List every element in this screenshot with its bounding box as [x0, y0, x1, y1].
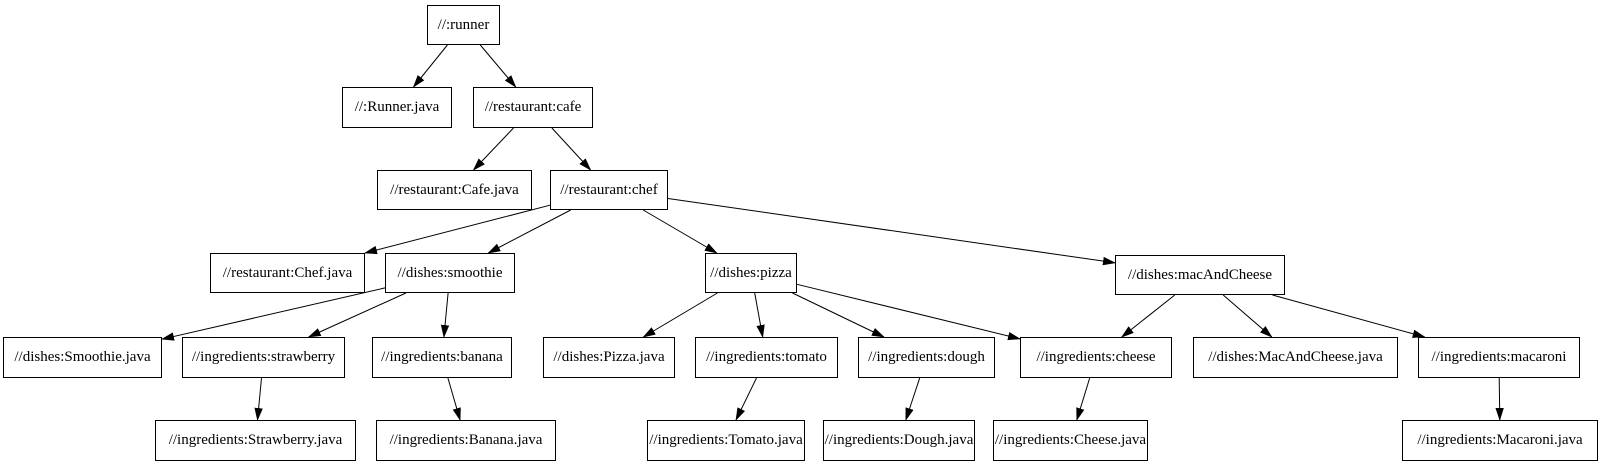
graph-edge-pizza-to-cheese	[796, 283, 1021, 341]
graph-edge-chef-to-chef_java	[364, 204, 551, 255]
graph-node-strawberry: //ingredients:strawberry	[182, 337, 345, 378]
graph-edge-chef-to-pizza	[642, 209, 718, 254]
graph-edge-tomato-to-tomato_java	[735, 377, 757, 421]
graph-edge-macaroni-to-macaroni_java	[1495, 377, 1504, 421]
graph-node-tomato_java: //ingredients:Tomato.java	[647, 420, 805, 461]
graph-node-banana: //ingredients:banana	[372, 337, 512, 378]
graph-node-dough_java: //ingredients:Dough.java	[823, 420, 975, 461]
graph-edge-pizza-to-dough	[792, 292, 885, 338]
graph-node-smoothie_java: //dishes:Smoothie.java	[3, 337, 162, 378]
graph-edge-cafe-to-cafe_java	[472, 127, 514, 171]
graph-node-tomato: //ingredients:tomato	[695, 337, 838, 378]
graph-edges	[161, 44, 1504, 421]
graph-edge-smoothie-to-strawberry	[307, 292, 407, 338]
graph-node-banana_java: //ingredients:Banana.java	[376, 420, 556, 461]
graph-node-cheese: //ingredients:cheese	[1020, 337, 1172, 378]
graph-node-runner: //:runner	[427, 5, 500, 45]
graph-edge-cheese-to-cheese_java	[1076, 377, 1091, 421]
graph-node-cafe: //restaurant:cafe	[473, 87, 593, 128]
graph-edge-mac_and_cheese-to-macaroni	[1272, 294, 1426, 338]
graph-edge-pizza-to-tomato	[754, 292, 765, 338]
graph-edge-runner-to-runner_java	[412, 44, 448, 88]
graph-node-macaroni_java: //ingredients:Macaroni.java	[1402, 420, 1598, 461]
graph-node-mac_and_cheese_java: //dishes:MacAndCheese.java	[1193, 337, 1398, 378]
graph-node-smoothie: //dishes:smoothie	[385, 253, 515, 293]
graph-edge-mac_and_cheese-to-mac_and_cheese_java	[1222, 294, 1273, 338]
graph-node-mac_and_cheese: //dishes:macAndCheese	[1115, 255, 1285, 295]
graph-edge-dough-to-dough_java	[905, 377, 921, 421]
graph-node-chef_java: //restaurant:Chef.java	[210, 253, 365, 293]
graph-node-pizza_java: //dishes:Pizza.java	[543, 337, 675, 378]
graph-edge-smoothie-to-banana	[440, 292, 450, 338]
graph-edge-chef-to-smoothie	[487, 209, 571, 254]
graph-node-dough: //ingredients:dough	[858, 337, 995, 378]
graph-edge-smoothie-to-smoothie_java	[161, 287, 386, 341]
graph-edge-runner-to-cafe	[479, 44, 517, 88]
graph-node-chef: //restaurant:chef	[550, 170, 668, 210]
graph-node-cafe_java: //restaurant:Cafe.java	[377, 170, 532, 210]
graph-edge-cafe-to-chef	[551, 127, 592, 171]
graph-edge-banana-to-banana_java	[447, 377, 461, 421]
graph-node-pizza: //dishes:pizza	[705, 253, 797, 293]
graph-node-runner_java: //:Runner.java	[342, 87, 452, 128]
graph-edge-chef-to-mac_and_cheese	[667, 198, 1116, 266]
graph-node-cheese_java: //ingredients:Cheese.java	[993, 420, 1148, 461]
graph-edge-pizza-to-pizza_java	[642, 292, 718, 338]
graph-node-strawberry_java: //ingredients:Strawberry.java	[155, 420, 356, 461]
graph-edge-mac_and_cheese-to-cheese	[1121, 294, 1176, 338]
graph-edge-strawberry-to-strawberry_java	[254, 377, 263, 421]
graph-node-macaroni: //ingredients:macaroni	[1418, 337, 1580, 378]
